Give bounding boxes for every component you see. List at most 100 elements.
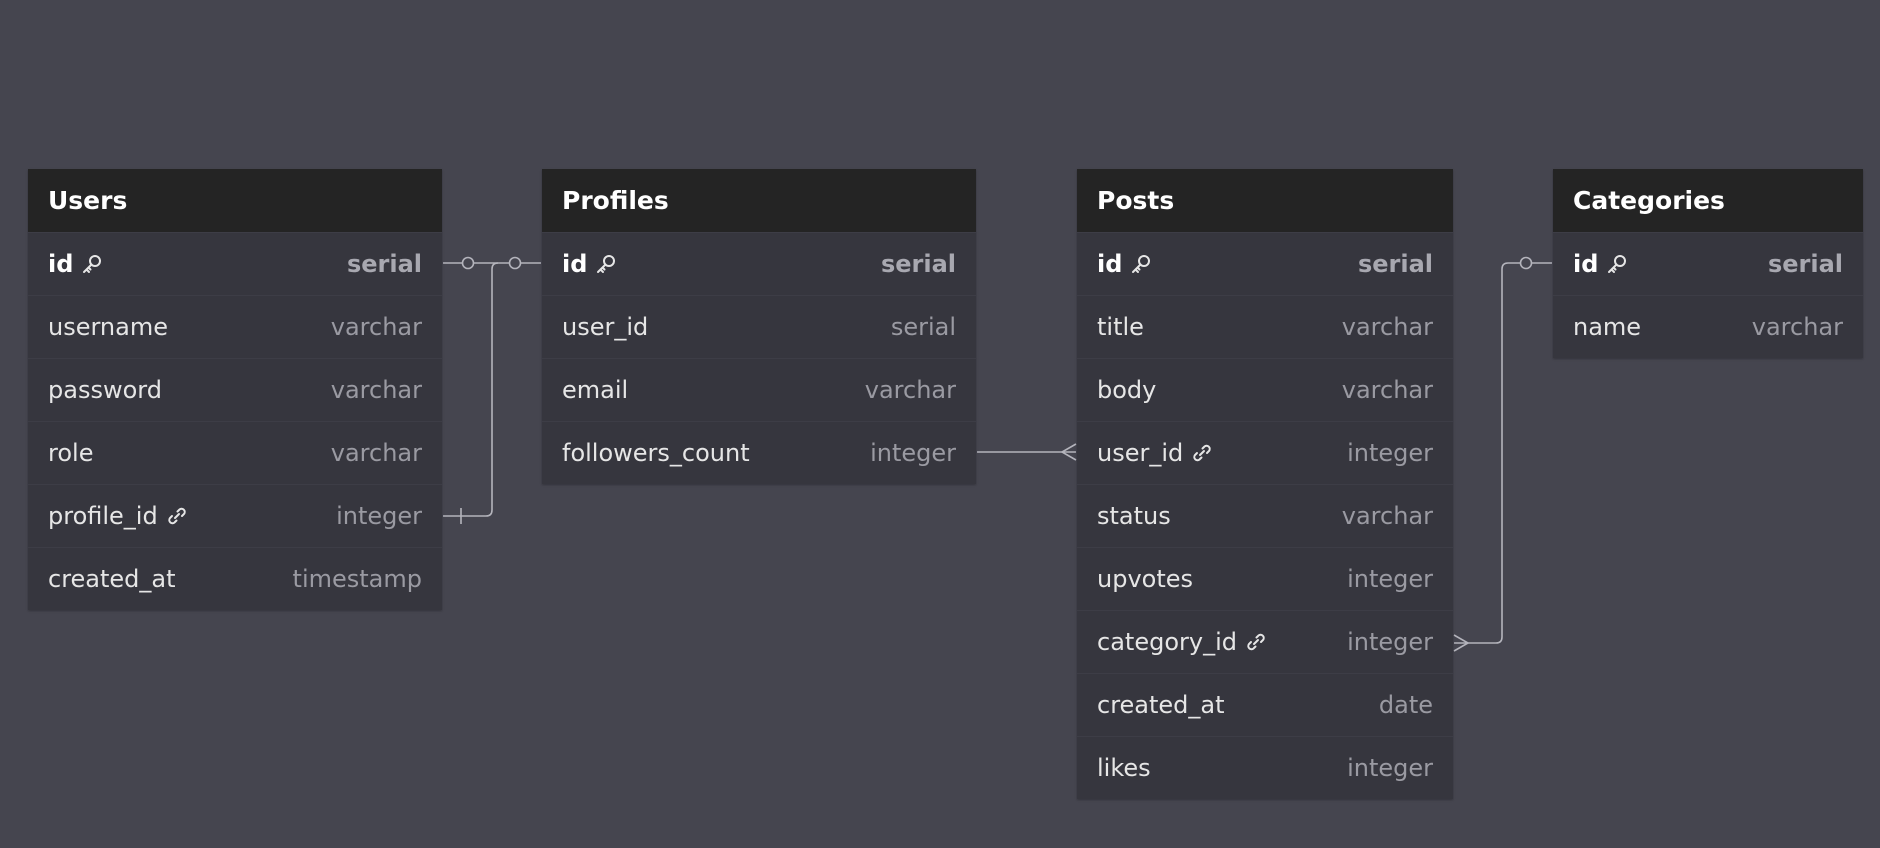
column-row-user-id[interactable]: user_id serial <box>542 295 976 358</box>
column-name-label: password <box>48 376 162 404</box>
table-users[interactable]: Users id serial username varchar password varc… <box>28 169 442 610</box>
column-type: varchar <box>330 313 422 341</box>
column-row-email[interactable]: email varchar <box>542 358 976 421</box>
column-row-id[interactable]: id serial <box>1553 232 1863 295</box>
column-row-title[interactable]: title varchar <box>1077 295 1453 358</box>
crowfoot-posts-user-id <box>1060 443 1077 461</box>
column-name-label: likes <box>1097 754 1151 782</box>
column-name-label: followers_count <box>562 439 750 467</box>
column-name: password <box>48 376 162 404</box>
zero-marker-users-side <box>461 256 475 270</box>
crowfoot-posts-category-id <box>1453 634 1470 652</box>
column-row-upvotes[interactable]: upvotes integer <box>1077 547 1453 610</box>
column-name: body <box>1097 376 1156 404</box>
column-type: varchar <box>1341 313 1433 341</box>
column-name-label: id <box>48 250 74 278</box>
column-name: id <box>562 250 617 278</box>
column-name: category_id <box>1097 628 1267 656</box>
column-type: serial <box>880 250 956 278</box>
column-name: title <box>1097 313 1144 341</box>
column-name-label: profile_id <box>48 502 158 530</box>
table-title[interactable]: Users <box>28 169 442 232</box>
link-icon <box>166 505 188 527</box>
column-row-role[interactable]: role varchar <box>28 421 442 484</box>
key-icon <box>595 253 617 275</box>
column-name-label: id <box>1573 250 1599 278</box>
link-icon <box>1191 442 1213 464</box>
column-type: varchar <box>330 439 422 467</box>
connector-posts-category-id-categories-id <box>1454 262 1552 644</box>
column-name: id <box>48 250 103 278</box>
column-name: id <box>1573 250 1628 278</box>
column-name: username <box>48 313 168 341</box>
column-name-label: user_id <box>562 313 649 341</box>
column-name: email <box>562 376 628 404</box>
column-name: likes <box>1097 754 1151 782</box>
column-type: serial <box>890 313 956 341</box>
column-type: integer <box>1347 439 1433 467</box>
connector-users-profile-id-profiles-id <box>443 262 499 517</box>
column-row-user-id[interactable]: user_id integer <box>1077 421 1453 484</box>
column-type: varchar <box>1341 376 1433 404</box>
column-row-username[interactable]: username varchar <box>28 295 442 358</box>
column-name: name <box>1573 313 1641 341</box>
column-type: timestamp <box>292 565 422 593</box>
column-row-body[interactable]: body varchar <box>1077 358 1453 421</box>
column-row-profile-id[interactable]: profile_id integer <box>28 484 442 547</box>
column-name-label: created_at <box>48 565 176 593</box>
column-type: varchar <box>330 376 422 404</box>
column-type: integer <box>1347 565 1433 593</box>
column-name: id <box>1097 250 1152 278</box>
column-name-label: upvotes <box>1097 565 1194 593</box>
column-name-label: created_at <box>1097 691 1225 719</box>
column-row-name[interactable]: name varchar <box>1553 295 1863 358</box>
column-row-password[interactable]: password varchar <box>28 358 442 421</box>
column-name-label: id <box>1097 250 1123 278</box>
column-row-category-id[interactable]: category_id integer <box>1077 610 1453 673</box>
column-type: integer <box>870 439 956 467</box>
column-name-label: username <box>48 313 168 341</box>
column-row-id[interactable]: id serial <box>28 232 442 295</box>
table-profiles[interactable]: Profiles id serial user_id serial email varcha… <box>542 169 976 484</box>
column-row-followers-count[interactable]: followers_count integer <box>542 421 976 484</box>
key-icon <box>81 253 103 275</box>
key-icon <box>1130 253 1152 275</box>
column-type: integer <box>336 502 422 530</box>
column-name: created_at <box>1097 691 1225 719</box>
column-name-label: email <box>562 376 629 404</box>
column-name: user_id <box>562 313 648 341</box>
column-name-label: status <box>1097 502 1171 530</box>
column-type: serial <box>1767 250 1843 278</box>
column-name-label: body <box>1097 376 1157 404</box>
table-title[interactable]: Categories <box>1553 169 1863 232</box>
column-type: serial <box>346 250 422 278</box>
column-row-created-at[interactable]: created_at date <box>1077 673 1453 736</box>
column-name: followers_count <box>562 439 750 467</box>
column-name-label: title <box>1097 313 1144 341</box>
column-type: integer <box>1347 754 1433 782</box>
key-icon <box>1606 253 1628 275</box>
zero-marker-categories-id <box>1519 256 1533 270</box>
column-name: user_id <box>1097 439 1213 467</box>
column-type: date <box>1378 691 1433 719</box>
column-name-label: role <box>48 439 94 467</box>
column-type: varchar <box>864 376 956 404</box>
column-type: varchar <box>1751 313 1843 341</box>
table-categories[interactable]: Categories id serial name varchar <box>1553 169 1863 358</box>
column-name: upvotes <box>1097 565 1193 593</box>
column-row-id[interactable]: id serial <box>542 232 976 295</box>
zero-marker-profiles-side <box>508 256 522 270</box>
column-type: integer <box>1347 628 1433 656</box>
column-name: created_at <box>48 565 176 593</box>
column-name: role <box>48 439 93 467</box>
table-title[interactable]: Profiles <box>542 169 976 232</box>
column-name: profile_id <box>48 502 188 530</box>
column-name-label: id <box>562 250 588 278</box>
column-row-likes[interactable]: likes integer <box>1077 736 1453 799</box>
table-title[interactable]: Posts <box>1077 169 1453 232</box>
column-row-created-at[interactable]: created_at timestamp <box>28 547 442 610</box>
